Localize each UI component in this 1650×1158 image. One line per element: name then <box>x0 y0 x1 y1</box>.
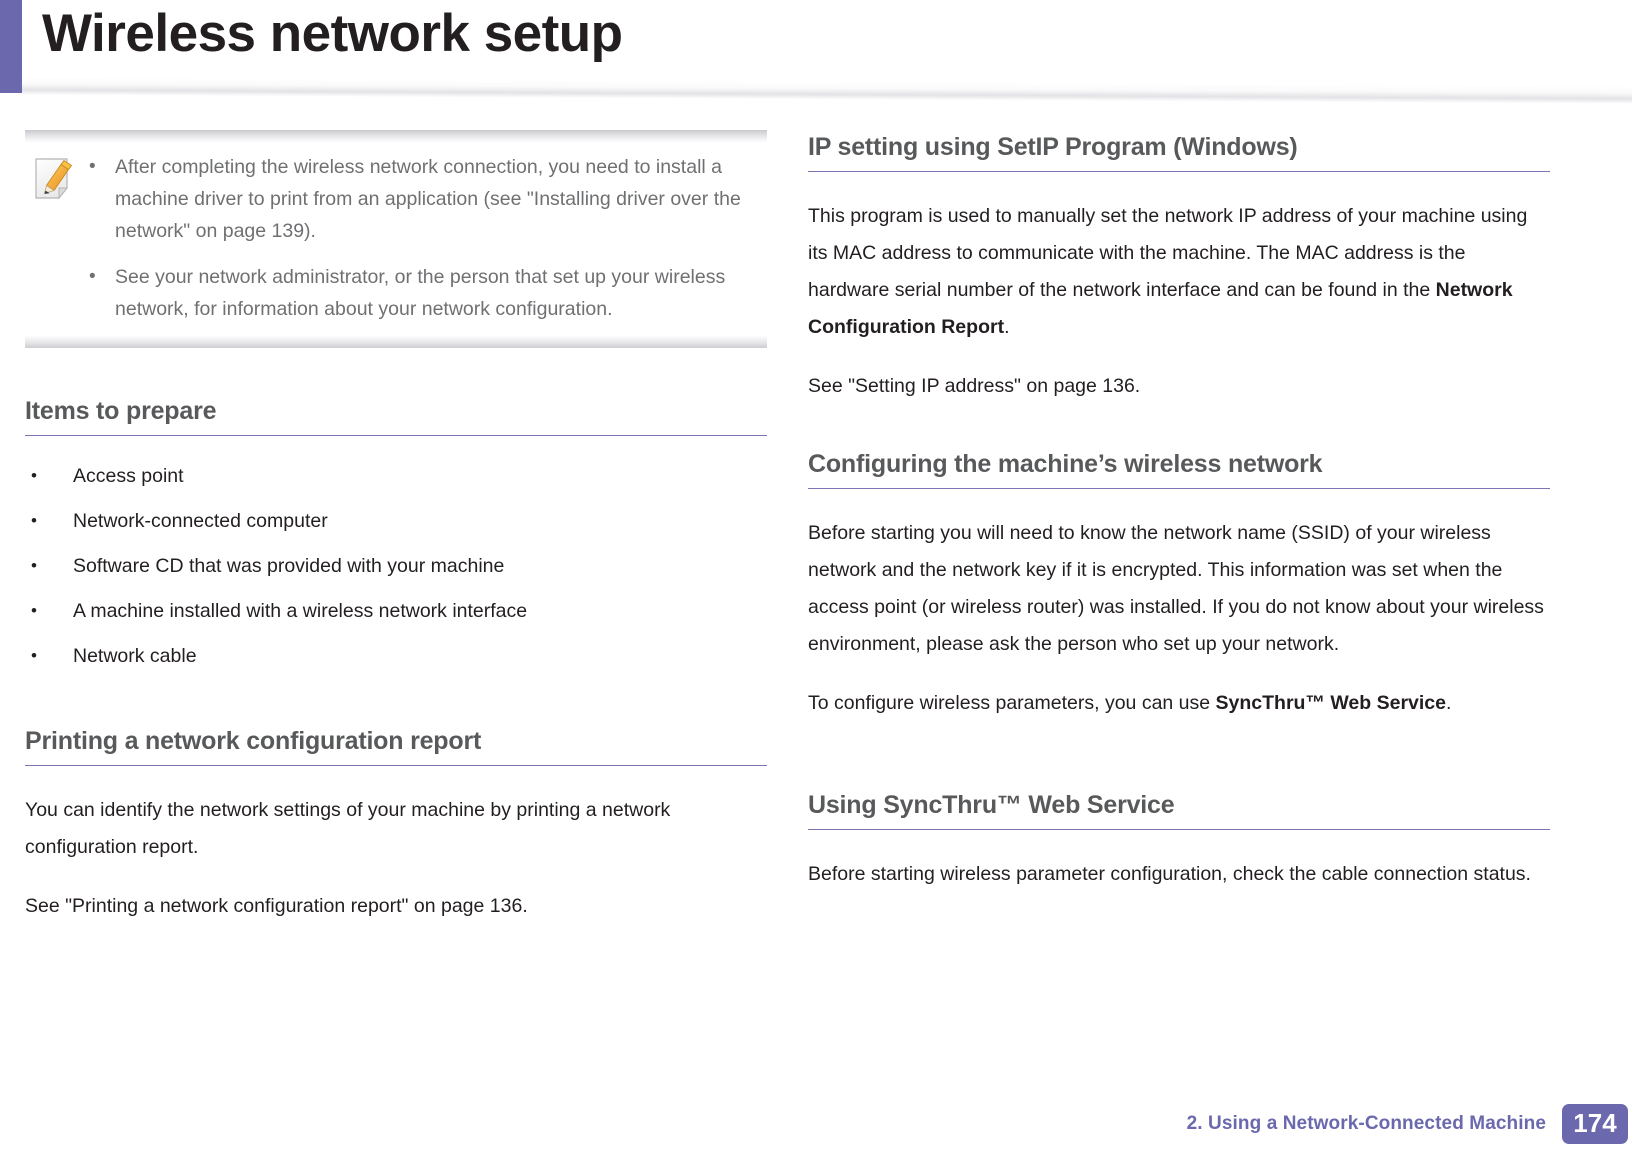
paragraph: See "Setting IP address" on page 136. <box>808 375 1141 397</box>
page-title: Wireless network setup <box>42 4 623 63</box>
paragraph-text: . <box>1004 316 1010 338</box>
paragraph-text: This program is used to manually set the… <box>808 205 1528 301</box>
left-column: • After completing the wireless network … <box>25 130 767 947</box>
paragraph: Before starting you will need to know th… <box>808 522 1544 655</box>
list-item: • Network cable <box>25 642 767 670</box>
list-item: • Access point <box>25 462 767 490</box>
section-heading: Printing a network configuration report <box>25 727 482 755</box>
paragraph-text: To configure wireless parameters, you ca… <box>808 692 1216 714</box>
list-item: • Network-connected computer <box>25 507 767 535</box>
section-configuring-wireless-network: Configuring the machine’s wireless netwo… <box>808 447 1550 722</box>
paragraph: You can identify the network settings of… <box>25 799 671 858</box>
bullet-glyph: • <box>31 556 37 575</box>
note-pencil-icon <box>31 151 83 325</box>
section-heading: Configuring the machine’s wireless netwo… <box>808 450 1323 478</box>
bullet-glyph: • <box>89 156 96 177</box>
list-item: • Software CD that was provided with you… <box>25 552 767 580</box>
spacer <box>808 427 1550 447</box>
spacer <box>808 744 1550 788</box>
section-rule <box>808 171 1550 172</box>
note-item: • See your network administrator, or the… <box>89 261 761 325</box>
section-rule <box>25 765 767 766</box>
note-callout: • After completing the wireless network … <box>25 130 767 348</box>
section-rule <box>808 488 1550 489</box>
bullet-glyph: • <box>31 646 37 665</box>
paragraph: This program is used to manually set the… <box>808 198 1550 346</box>
bullet-glyph: • <box>89 266 96 287</box>
page-footer: 2. Using a Network-Connected Machine 174 <box>1187 1104 1628 1144</box>
section-heading: Using SyncThru™ Web Service <box>808 791 1175 819</box>
emphasis-network-configuration-report: Network Configuration Report <box>808 279 1513 338</box>
note-item: • After completing the wireless network … <box>89 151 761 247</box>
header-divider <box>22 77 1632 104</box>
list-item-label: Software CD that was provided with your … <box>73 555 505 577</box>
right-column: IP setting using SetIP Program (Windows)… <box>808 130 1550 915</box>
note-list: • After completing the wireless network … <box>83 151 761 325</box>
note-item-text: See your network administrator, or the p… <box>115 266 726 320</box>
list-item-label: A machine installed with a wireless netw… <box>73 600 528 622</box>
section-heading: IP setting using SetIP Program (Windows) <box>808 133 1298 161</box>
list-item-label: Network-connected computer <box>73 510 328 532</box>
list-item-label: Network cable <box>73 645 197 667</box>
bullet-glyph: • <box>31 511 37 530</box>
section-ip-setting-setip: IP setting using SetIP Program (Windows)… <box>808 130 1550 405</box>
section-heading: Items to prepare <box>25 397 217 425</box>
page-number-badge: 174 <box>1562 1104 1628 1144</box>
list-item: • A machine installed with a wireless ne… <box>25 597 767 625</box>
note-bottom-edge <box>25 335 767 348</box>
page-header: Wireless network setup <box>0 0 1650 104</box>
bullet-glyph: • <box>31 601 37 620</box>
emphasis-syncthru-web-service: SyncThru™ Web Service <box>1215 692 1446 714</box>
section-using-syncthru-web-service: Using SyncThru™ Web Service Before start… <box>808 788 1550 893</box>
paragraph: To configure wireless parameters, you ca… <box>808 685 1550 722</box>
chapter-label: 2. Using a Network-Connected Machine <box>1186 1113 1546 1134</box>
items-to-prepare-list: • Access point • Network-connected compu… <box>25 462 767 670</box>
note-top-edge <box>25 130 767 143</box>
section-rule <box>25 435 767 436</box>
list-item-label: Access point <box>73 465 184 487</box>
section-printing-network-config-report: Printing a network configuration report … <box>25 724 767 925</box>
spacer <box>25 704 767 724</box>
bullet-glyph: • <box>31 466 37 485</box>
section-rule <box>808 829 1550 830</box>
section-items-to-prepare: Items to prepare • Access point • Networ… <box>25 394 767 670</box>
paragraph: See "Printing a network configuration re… <box>25 895 528 917</box>
paragraph-text: . <box>1446 692 1452 714</box>
accent-bar <box>0 0 22 93</box>
paragraph: Before starting wireless parameter confi… <box>808 863 1531 885</box>
note-item-text: After completing the wireless network co… <box>115 156 741 242</box>
